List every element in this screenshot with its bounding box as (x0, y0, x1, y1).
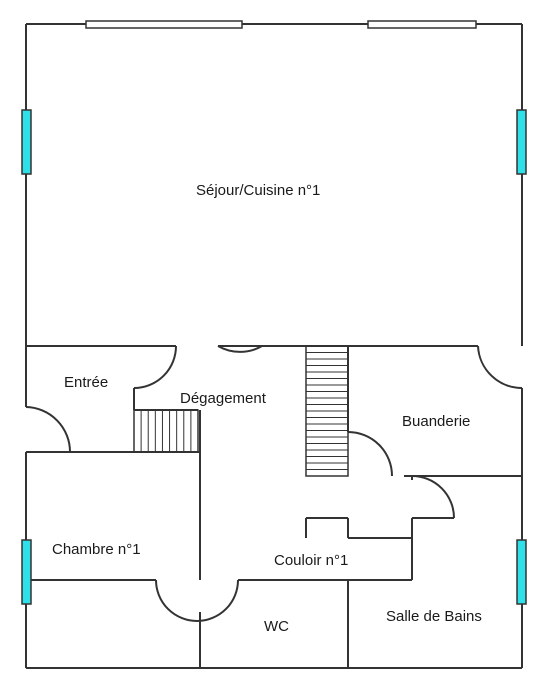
room-label-buanderie: Buanderie (402, 413, 471, 430)
window-left-upper (22, 110, 31, 174)
door-degagement (218, 346, 262, 352)
door-sdb (412, 476, 454, 518)
window-right-upper (517, 110, 526, 174)
door-entree-outer (26, 407, 70, 452)
stairs-large (306, 346, 348, 476)
window-right-lower (517, 540, 526, 604)
door-chambre (156, 580, 238, 621)
room-label-degagement: Dégagement (180, 390, 266, 407)
door-buanderie-inner (348, 432, 392, 476)
window-top-left (86, 21, 242, 28)
room-label-wc: WC (264, 618, 289, 635)
room-label-sejour: Séjour/Cuisine n°1 (196, 182, 321, 199)
room-label-entree: Entrée (64, 374, 109, 391)
room-label-couloir: Couloir n°1 (274, 552, 349, 569)
window-left-lower (22, 540, 31, 604)
door-entree-inner (134, 346, 176, 388)
window-top-right (368, 21, 476, 28)
stairs-small (134, 410, 198, 452)
door-buanderie-outer (478, 346, 522, 388)
room-label-chambre: Chambre n°1 (52, 541, 141, 558)
room-label-salle-de-bains: Salle de Bains (386, 608, 482, 625)
